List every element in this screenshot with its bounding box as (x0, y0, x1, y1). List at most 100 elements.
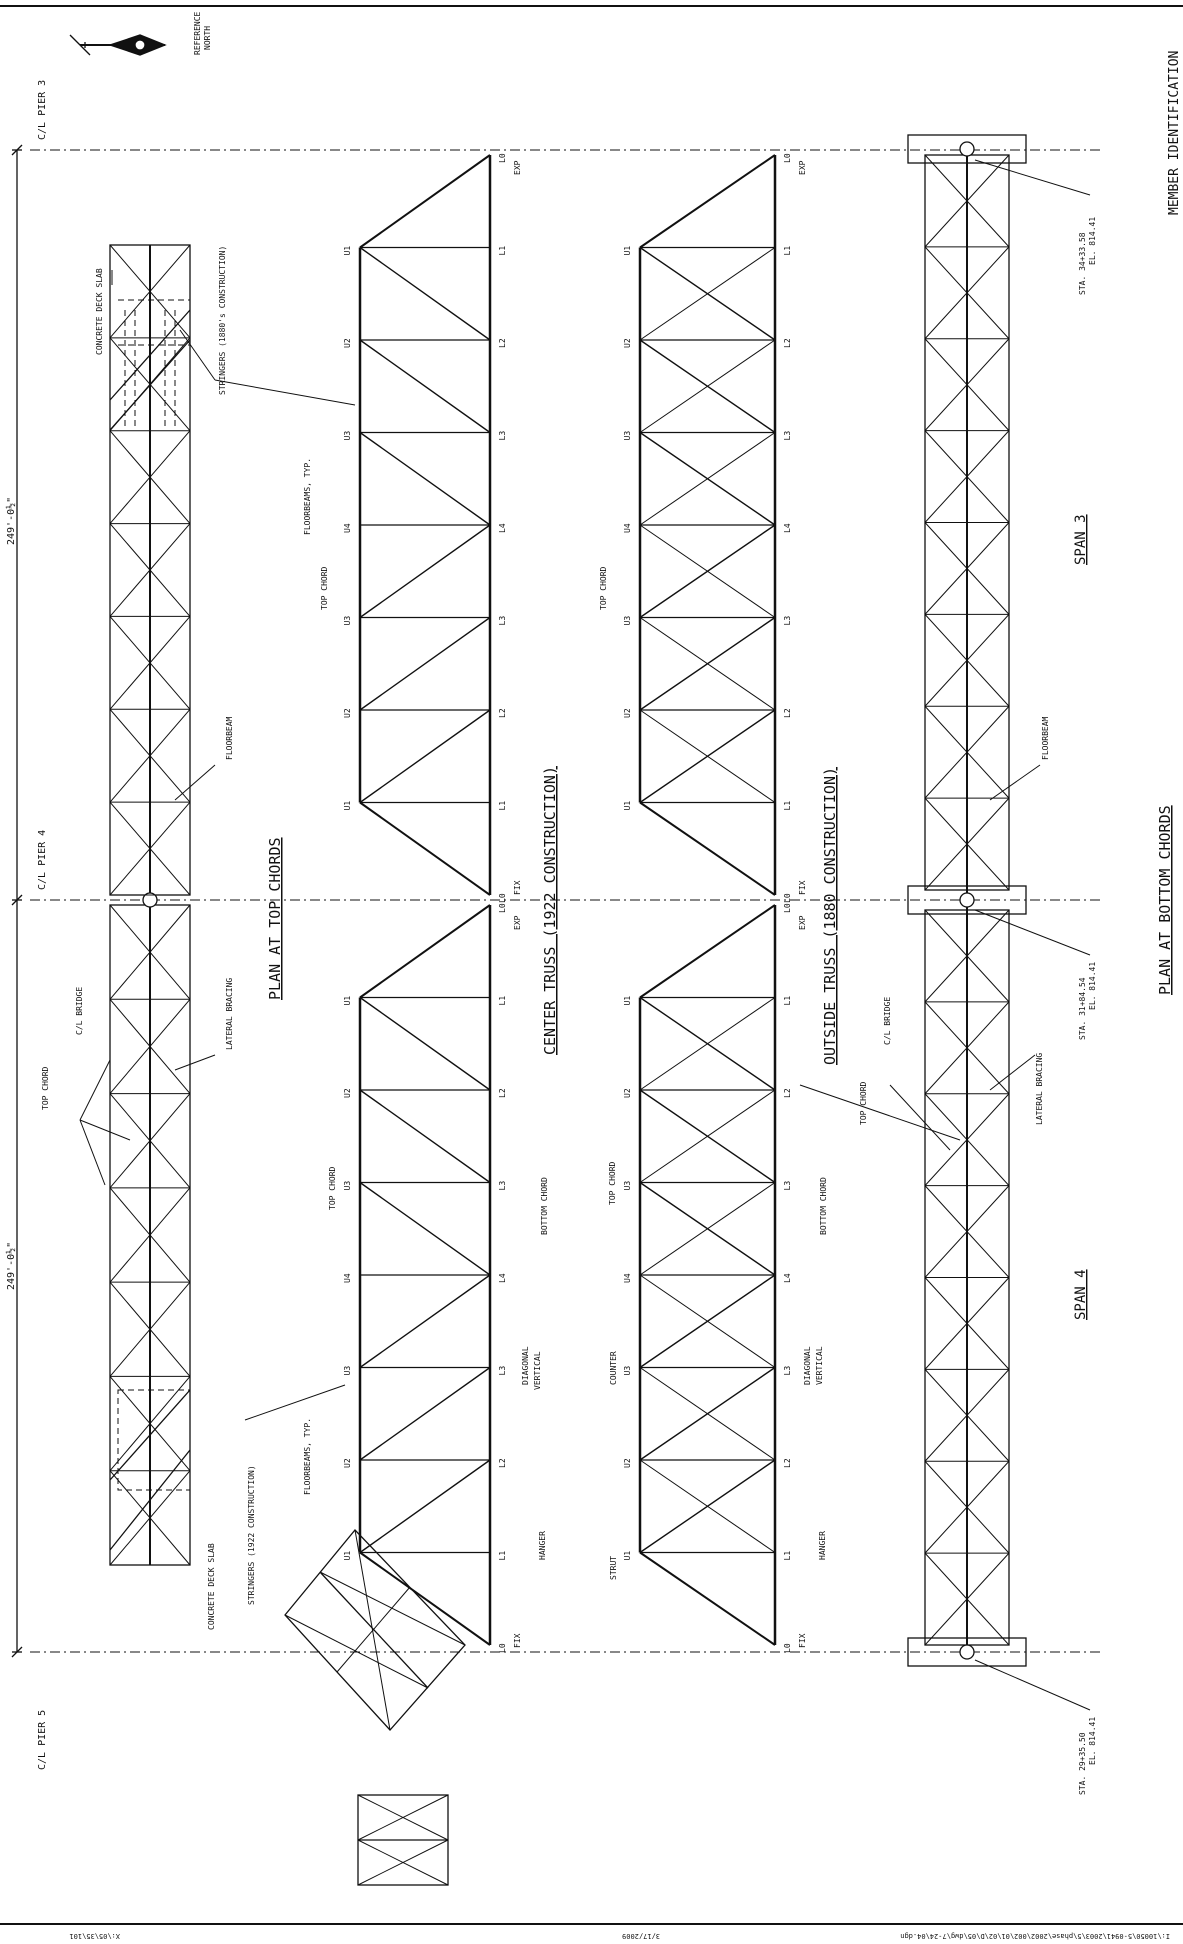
span3-support-exp: EXP (513, 160, 522, 175)
pier5-label: C/L PIER 5 (37, 1710, 48, 1770)
lower-node-label: L4 (783, 1273, 792, 1283)
leader-lines (79, 159, 1091, 1711)
upper-node-label: U2 (623, 708, 632, 718)
lower-node-label: L3 (498, 616, 507, 626)
lower-node-label: L3 (783, 1366, 792, 1376)
span4-support-fix: FIX (513, 1633, 522, 1648)
lower-node-label: L2 (783, 708, 792, 718)
upper-node-label: U4 (343, 523, 352, 533)
upper-node-label: U2 (623, 1458, 632, 1468)
lower-node-label: L0 (783, 153, 792, 163)
sta-a-1: STA. 34+33.58 (1078, 232, 1087, 295)
upper-node-label: U1 (343, 246, 352, 256)
plan-top-lateral-bracing: LATERAL BRACING (225, 978, 234, 1050)
center-hanger: HANGER (538, 1531, 547, 1560)
span3-support-fix: FIX (513, 880, 522, 895)
upper-node-label: U1 (343, 801, 352, 811)
dimension-span4: 249'-0½" (5, 1242, 17, 1290)
upper-node-label: U1 (623, 246, 632, 256)
lower-node-label: L1 (783, 801, 792, 811)
upper-node-label: U2 (343, 338, 352, 348)
upper-node-label: U4 (623, 1273, 632, 1283)
lower-node-label: L2 (498, 1458, 507, 1468)
plan-top-chords-drawing (109, 244, 191, 1566)
outside-diagonal: DIAGONAL (803, 1346, 812, 1385)
plan-top-cl-bridge: C/L BRIDGE (75, 987, 84, 1035)
north-label-2: NORTH (203, 26, 212, 50)
lower-node-label: L1 (498, 996, 507, 1006)
center-vertical: VERTICAL (533, 1351, 542, 1390)
plan-bottom-title: PLAN AT BOTTOM CHORDS (1156, 805, 1174, 995)
labels: MEMBER IDENTIFICATION REFERENCE NORTH 24… (5, 11, 1182, 1795)
upper-node-label: U3 (623, 1366, 632, 1376)
lower-node-label: L4 (498, 1273, 507, 1283)
outside-hanger: HANGER (818, 1531, 827, 1560)
lower-node-label: L1 (783, 996, 792, 1006)
outside-strut: STRUT (609, 1556, 618, 1580)
upper-node-label: U2 (623, 338, 632, 348)
upper-node-label: U3 (343, 616, 352, 626)
outside-span3-support-fix: FIX (798, 880, 807, 895)
lower-node-label: L2 (498, 708, 507, 718)
upper-node-label: U1 (343, 1551, 352, 1561)
outside-span4-support-fix: FIX (798, 1633, 807, 1648)
plan-bottom-floorbeam: FLOORBEAM (1041, 716, 1050, 760)
sta-c-2: EL. 814.41 (1088, 1717, 1097, 1765)
plan-bottom-top-chord: TOP CHORD (859, 1081, 868, 1125)
center-top-chord-a: TOP CHORD (320, 566, 329, 610)
plan-top-stringers-1922: STRINGERS (1922 CONSTRUCTION) (247, 1465, 256, 1605)
lower-node-label: L0 (498, 153, 507, 163)
outside-top-chord-a: TOP CHORD (599, 566, 608, 610)
lower-node-label: L2 (783, 1088, 792, 1098)
north-arrow-icon (69, 34, 167, 56)
dimension-span3: 249'-0½" (5, 497, 17, 545)
plan-bottom-lateral-bracing: LATERAL BRACING (1035, 1053, 1044, 1125)
upper-node-label: U1 (623, 1551, 632, 1561)
lower-node-label: L0 (783, 893, 792, 903)
footer-center: 3/17/2009 (622, 1932, 660, 1940)
upper-node-label: U2 (343, 1458, 352, 1468)
lower-node-label: L3 (783, 616, 792, 626)
outside-top-chord-b: TOP CHORD (608, 1161, 617, 1205)
sheet-title: MEMBER IDENTIFICATION (1167, 51, 1182, 215)
outside-span4-support-exp: EXP (798, 915, 807, 930)
center-top-chord-b: TOP CHORD (328, 1166, 337, 1210)
upper-node-label: U2 (343, 708, 352, 718)
plan-top-deck-slab-b: CONCRETE DECK SLAB (207, 1543, 216, 1630)
upper-node-label: U3 (623, 1181, 632, 1191)
center-bottom-chord: BOTTOM CHORD (540, 1177, 549, 1235)
footer-right: I:\10050\5-0941\2003\5\phase\2002\002\01… (900, 1932, 1170, 1940)
plan-bottom-chords-drawing (907, 134, 1027, 1667)
outside-counter: COUNTER (609, 1351, 618, 1385)
lower-node-label: L3 (783, 431, 792, 441)
upper-node-label: U3 (623, 616, 632, 626)
lower-node-label: L1 (783, 1551, 792, 1561)
center-truss-drawing (358, 154, 492, 1646)
pier-center-lines (30, 149, 1100, 1653)
sta-a-2: EL. 814.41 (1088, 217, 1097, 265)
lower-node-label: L4 (498, 523, 507, 533)
lower-node-label: L4 (783, 523, 792, 533)
pier3-label: C/L PIER 3 (37, 80, 48, 140)
outside-truss-title: OUTSIDE TRUSS (1880 CONSTRUCTION) (821, 767, 839, 1065)
lower-node-label: L2 (498, 1088, 507, 1098)
lower-node-label: L1 (783, 246, 792, 256)
lower-node-label: L3 (498, 1181, 507, 1191)
file-stamp: X:\05\35\101 3/17/2009 I:\10050\5-0941\2… (69, 1932, 1170, 1940)
upper-node-label: U1 (343, 996, 352, 1006)
center-floorbeams-b: FLOORBEAMS, TYP. (303, 1418, 312, 1495)
lower-node-label: L0 (498, 903, 507, 913)
sta-b-1: STA. 31+84.54 (1078, 977, 1087, 1040)
lower-node-label: L2 (498, 338, 507, 348)
truss-node-labels: U1U2U3U4U3U2U1L0L1L2L3L4L3L2L1L0U1U2U3U4… (343, 153, 792, 1653)
lower-node-label: L2 (783, 338, 792, 348)
dimension-lines (11, 144, 23, 1658)
lower-node-label: L0 (783, 1643, 792, 1653)
center-floorbeams-a: FLOORBEAMS, TYP. (303, 458, 312, 535)
upper-node-label: U4 (343, 1273, 352, 1283)
center-truss-title: CENTER TRUSS (1922 CONSTRUCTION) (541, 766, 559, 1055)
upper-node-label: U2 (623, 1088, 632, 1098)
lower-node-label: L0 (783, 903, 792, 913)
sta-c-1: STA. 29+35.50 (1078, 1732, 1087, 1795)
